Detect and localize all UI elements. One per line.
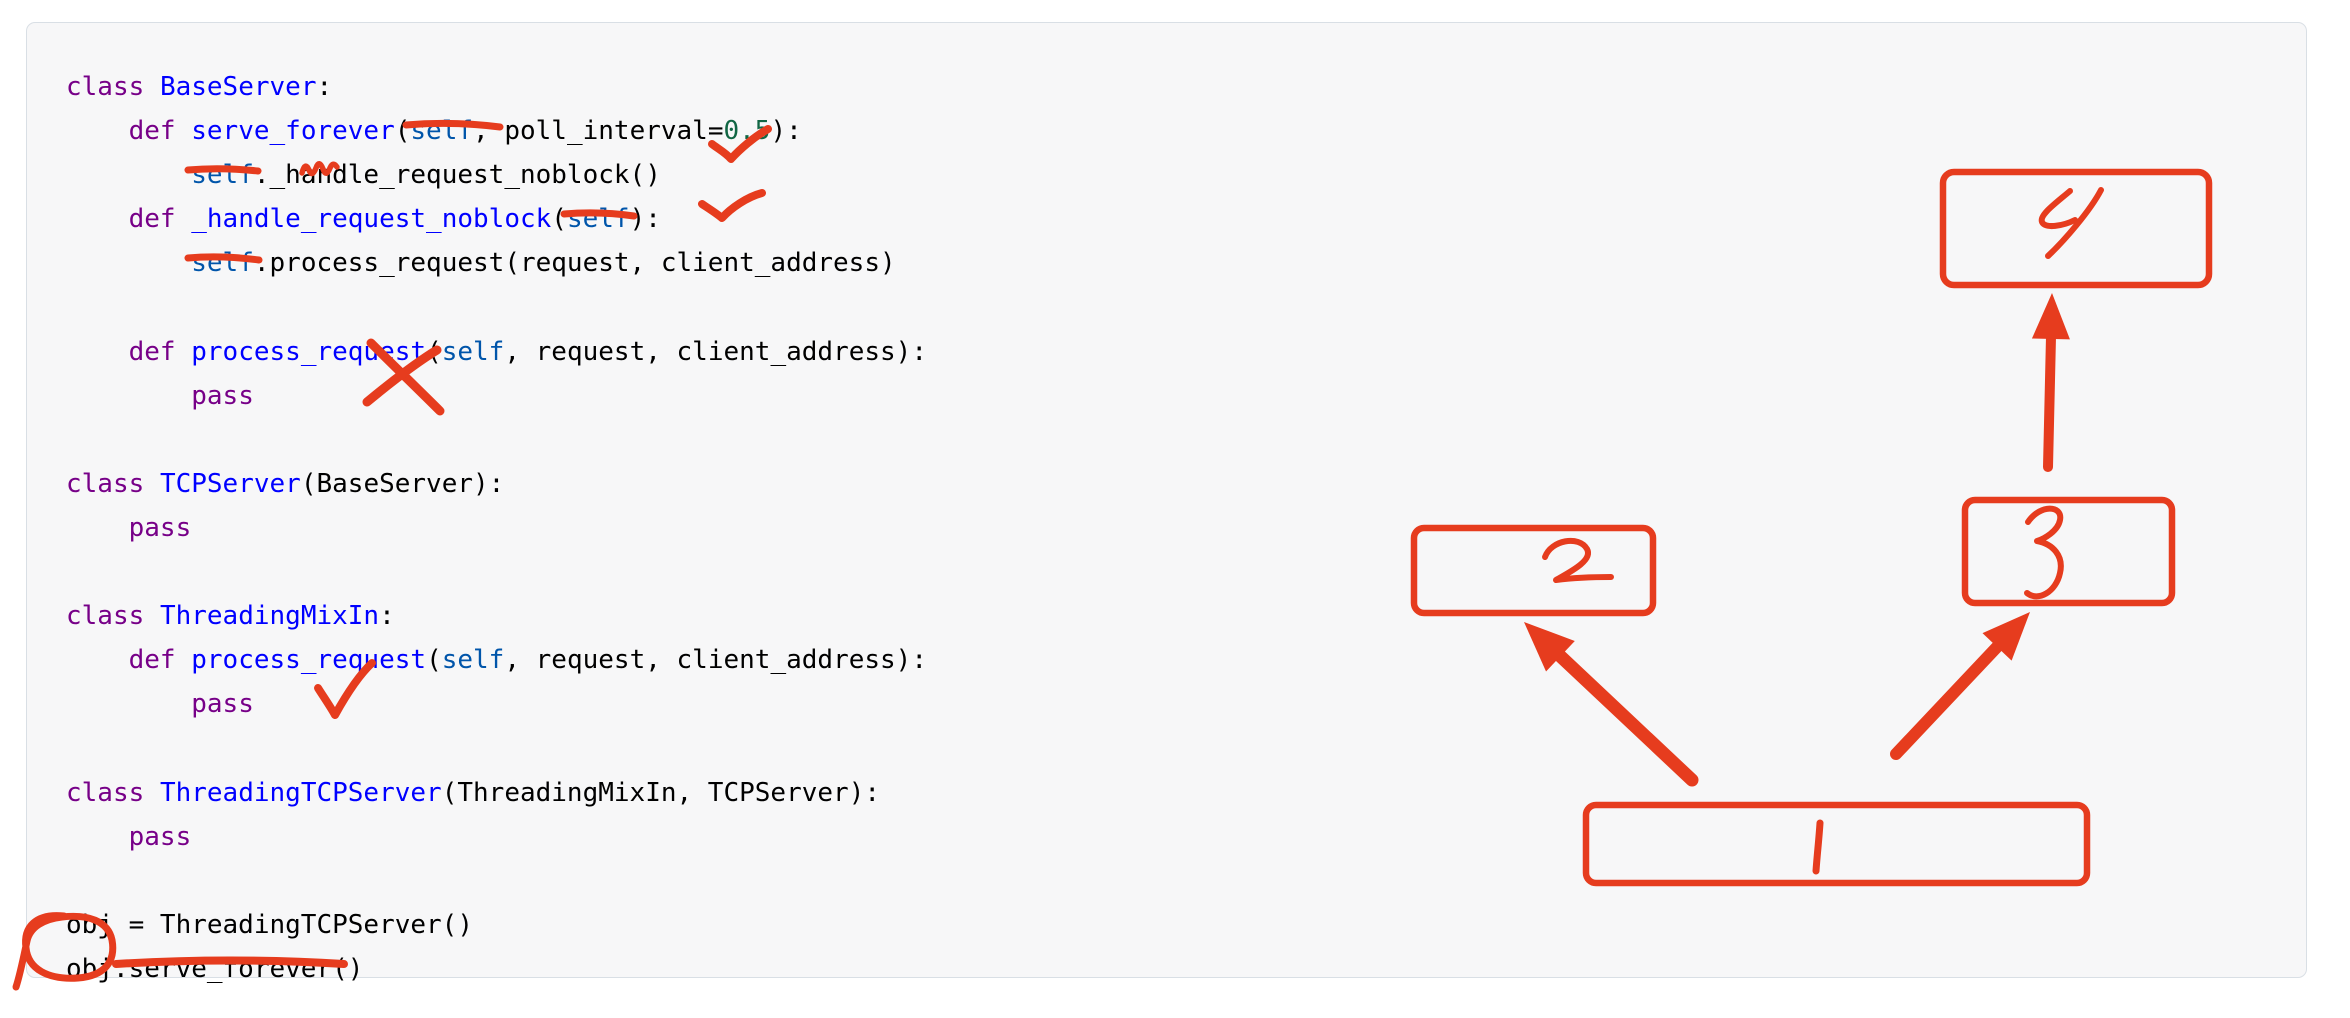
code-line [66,418,927,462]
code-line: class ThreadingMixIn: [66,601,395,632]
code-line: class ThreadingTCPServer(ThreadingMixIn,… [66,777,880,808]
code-line [66,726,927,770]
code-line: class BaseServer: [66,72,333,102]
code-line: def process_request(self, request, clien… [128,645,927,676]
code-line [66,285,927,329]
code-line: class TCPServer(BaseServer): [66,468,505,499]
code-line: pass [191,689,254,720]
code-line: obj = ThreadingTCPServer() [66,909,473,940]
code-line: pass [191,380,254,411]
code-line: self.process_request(request, client_add… [191,248,896,279]
code-block[interactable]: class BaseServer: def serve_forever(self… [66,65,927,991]
code-line: pass [128,512,192,543]
code-line: pass [128,821,192,852]
code-line: self._handle_request_noblock() [191,160,661,191]
code-line: def _handle_request_noblock(self): [128,204,661,235]
code-line: obj.serve_forever() [66,953,364,984]
code-line [66,550,927,594]
code-line [66,859,927,903]
code-line: def process_request(self, request, clien… [128,336,927,367]
code-line: def serve_forever(self, poll_interval=0.… [128,116,802,147]
